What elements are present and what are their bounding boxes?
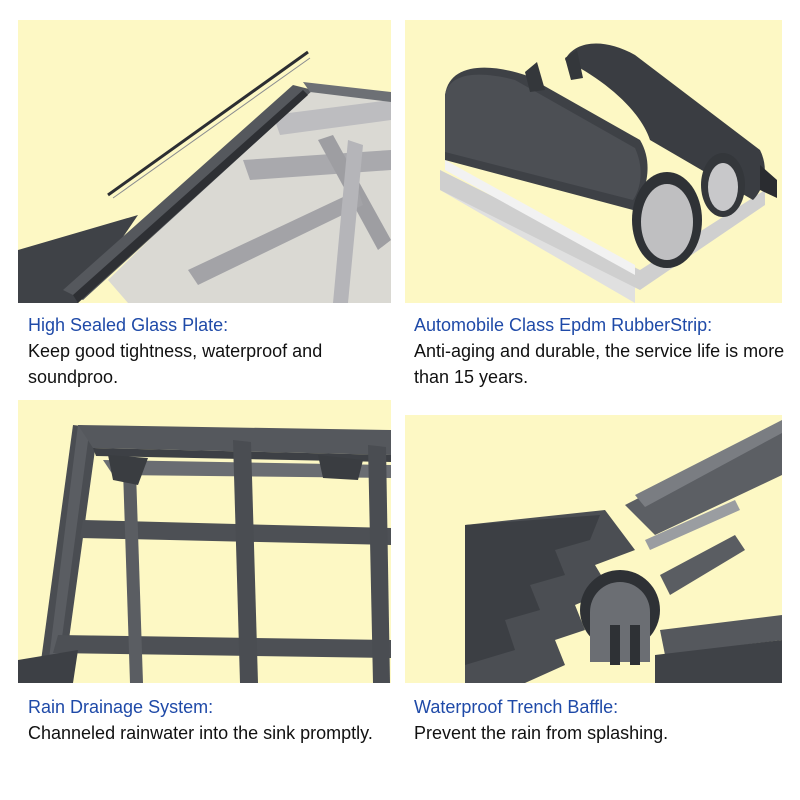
drainage-frame-illustration — [18, 400, 391, 683]
feature-card: Waterproof Trench Baffle: Prevent the ra… — [400, 400, 800, 800]
feature-title: High Sealed Glass Plate: — [28, 315, 229, 335]
trench-baffle-illustration — [405, 415, 782, 683]
feature-card: Rain Drainage System: Channeled rainwate… — [0, 400, 400, 800]
feature-description: Anti-aging and durable, the service life… — [414, 341, 785, 387]
glass-roof-frame-illustration — [18, 20, 391, 303]
feature-title: Waterproof Trench Baffle: — [414, 697, 619, 717]
rubber-strip-illustration — [405, 20, 782, 303]
feature-card: Automobile Class Epdm RubberStrip: Anti-… — [400, 0, 800, 400]
feature-title: Automobile Class Epdm RubberStrip: — [414, 315, 713, 335]
feature-card: High Sealed Glass Plate: Keep good tight… — [0, 0, 400, 400]
feature-description: Prevent the rain from splashing. — [414, 723, 669, 743]
feature-description: Channeled rainwater into the sink prompt… — [28, 723, 373, 743]
feature-description: Keep good tightness, waterproof and soun… — [28, 341, 323, 387]
feature-title: Rain Drainage System: — [28, 697, 214, 717]
